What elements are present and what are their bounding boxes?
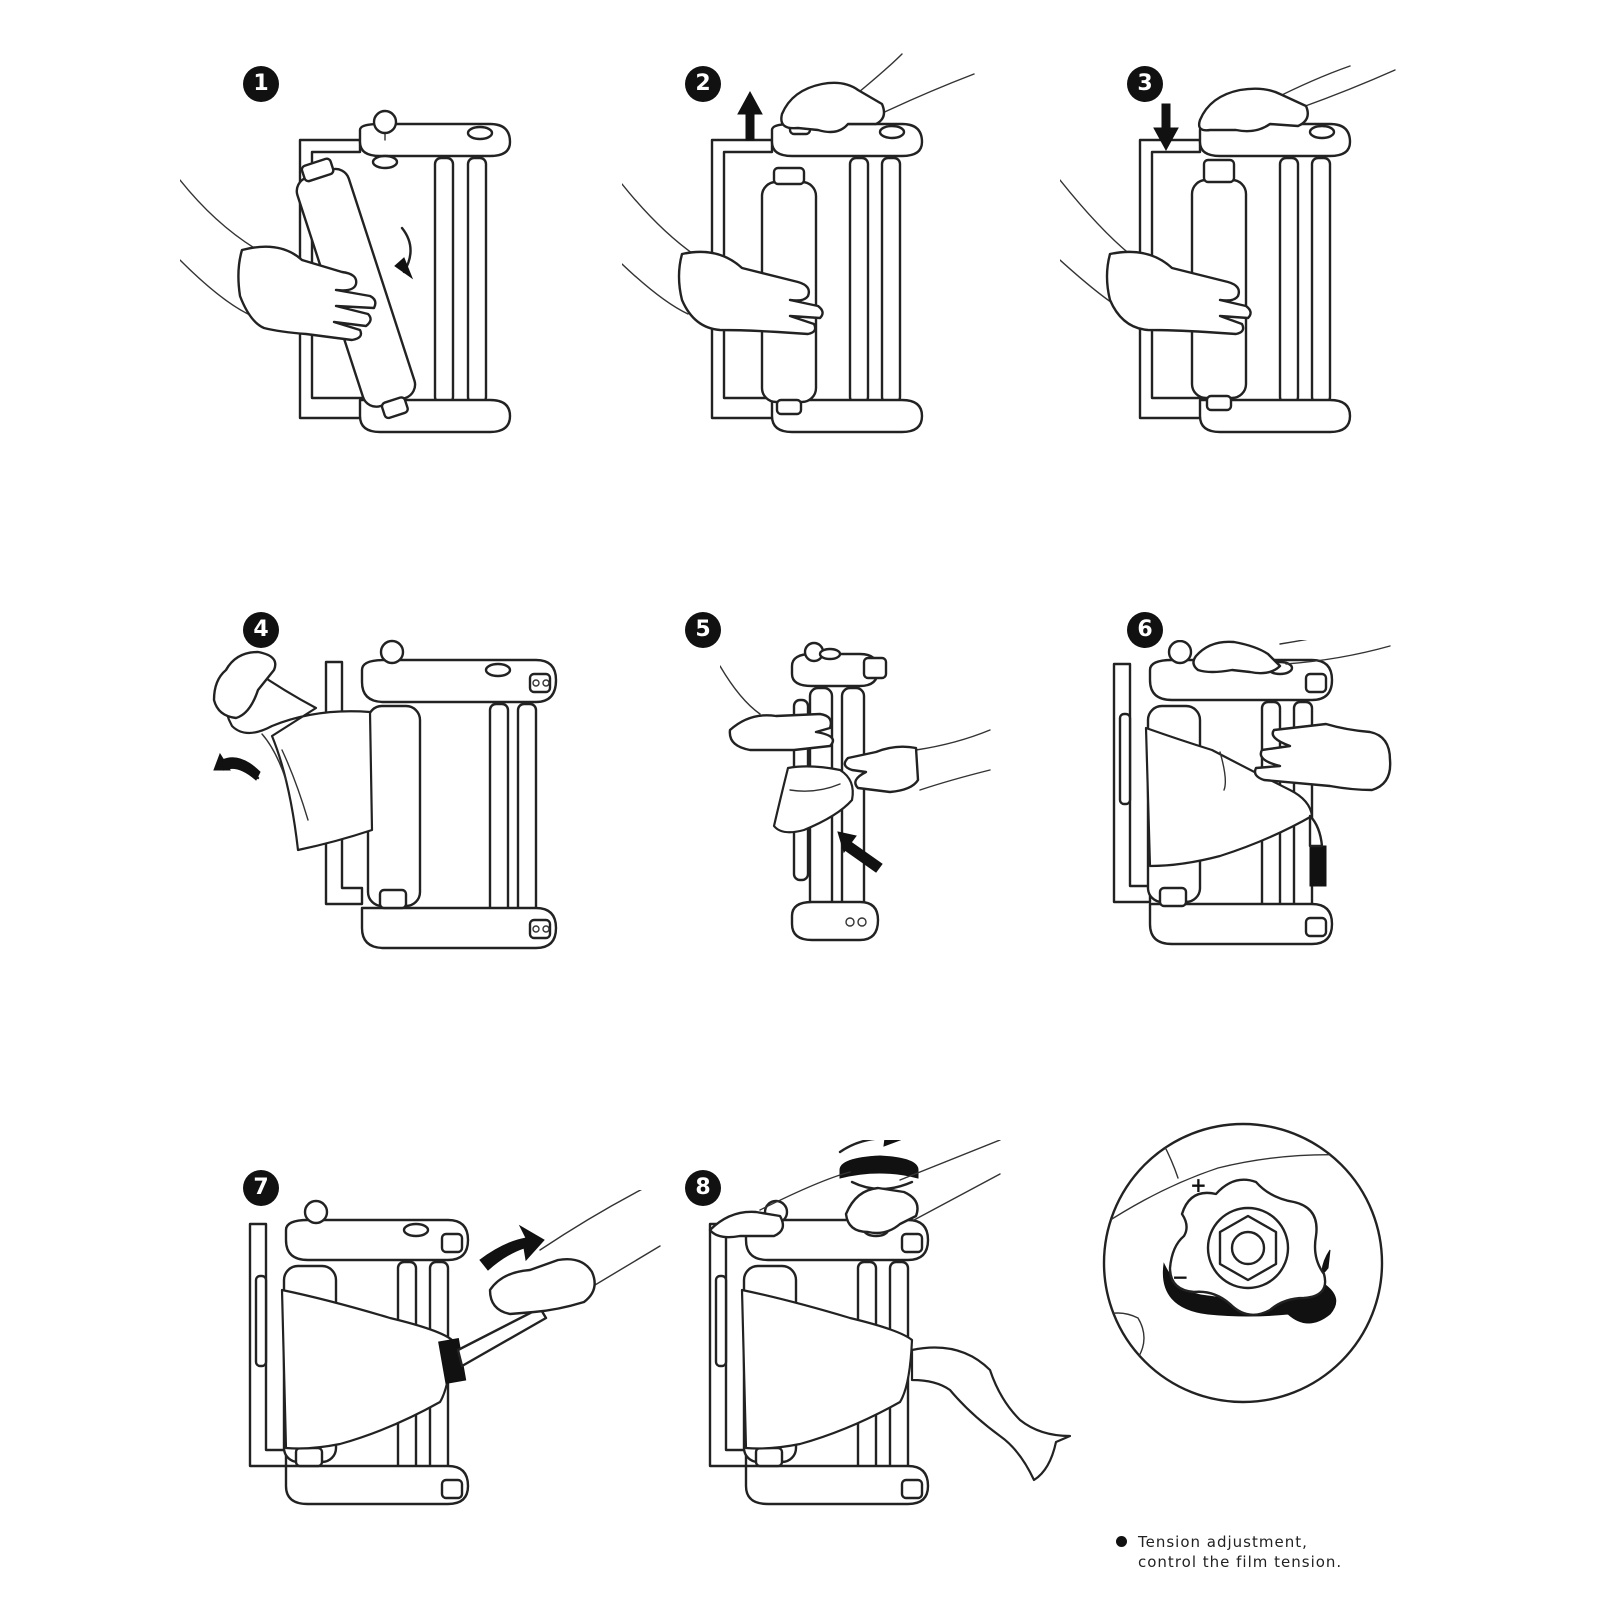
tension-caption: Tension adjustment, control the film ten… xyxy=(1116,1532,1468,1572)
step-8-badge: 8 xyxy=(685,1170,721,1206)
plus-label: + xyxy=(1190,1173,1207,1197)
minus-label: − xyxy=(1172,1265,1189,1289)
step-4-badge: 4 xyxy=(243,612,279,648)
step-7-illustration xyxy=(248,1190,661,1506)
step-3-illustration xyxy=(1060,65,1396,434)
step-6-illustration xyxy=(1112,640,1392,946)
step-8-illustration xyxy=(708,1140,1072,1506)
step-2-badge: 2 xyxy=(685,66,721,102)
step-5-illustration xyxy=(720,641,991,942)
tension-knob-detail: + − xyxy=(1102,1122,1384,1404)
step-2-illustration xyxy=(622,53,975,434)
step-5-badge: 5 xyxy=(685,612,721,648)
step-6-badge: 6 xyxy=(1127,612,1163,648)
bullet-icon xyxy=(1116,1536,1127,1547)
caption-line-1: Tension adjustment, xyxy=(1138,1533,1308,1551)
caption-line-2: control the film tension. xyxy=(1138,1553,1343,1571)
step-3-badge: 3 xyxy=(1127,66,1163,102)
step-1-illustration xyxy=(180,109,512,434)
step-7-badge: 7 xyxy=(243,1170,279,1206)
step-4-illustration xyxy=(212,639,558,950)
step-1-badge: 1 xyxy=(243,66,279,102)
